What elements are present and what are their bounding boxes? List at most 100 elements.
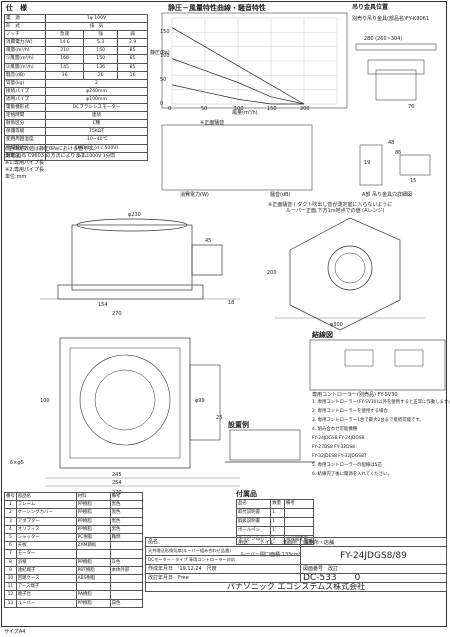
parts-cell: アース端子 bbox=[15, 582, 77, 592]
spec-value: 145 bbox=[44, 62, 85, 72]
parts-cell: 難燃 bbox=[109, 533, 144, 543]
chart-note: ※正面騒音 ( ダクト吹出し音が測定室に入らないように bbox=[268, 202, 393, 208]
dimension-label: φ99 bbox=[195, 398, 205, 404]
date-label: 作成年月日 bbox=[148, 566, 174, 572]
title-block: 品名 品番 天井埋込形換気扇(ルーバー組み合わせ品番) FY-24JDGS8/8… bbox=[145, 537, 447, 592]
spec-value: φ240mm bbox=[45, 86, 148, 96]
scale-value: Free bbox=[178, 575, 189, 581]
spec-value: 連続 bbox=[45, 111, 148, 121]
chart-axis-label: 風量(m³/h) bbox=[232, 110, 258, 116]
parts-cell: ルーバー bbox=[15, 598, 77, 608]
hanger-dim: 280 (260~304) bbox=[364, 36, 403, 42]
dimension-label: 18 bbox=[228, 300, 235, 306]
dimension-label: 6×φ5 bbox=[10, 460, 24, 466]
parts-cell: 7 bbox=[4, 549, 17, 559]
wiring-heading: 結線図 bbox=[312, 331, 333, 339]
scale-label: 尺度 bbox=[206, 566, 217, 572]
hanger-dim: 86 bbox=[395, 150, 402, 156]
parts-cell: モーター bbox=[15, 549, 77, 559]
chart-tick-label: 0 bbox=[160, 101, 164, 107]
dimension-label: 23 bbox=[216, 415, 223, 421]
parts-cell bbox=[109, 590, 144, 600]
revise-cell: 改訂年月日 Free bbox=[145, 573, 301, 583]
revision-number: 0 bbox=[354, 573, 361, 583]
accessory-heading: 付属品 bbox=[236, 490, 257, 498]
spec-value: 85 bbox=[117, 54, 148, 64]
spec-value: 1φ 100V bbox=[45, 13, 148, 24]
drawing-cell: 図面番号 改訂 bbox=[300, 564, 447, 574]
spec-value: 14.6 bbox=[44, 38, 85, 48]
parts-cell: 黒色 bbox=[109, 524, 144, 535]
parts-header-cell: 部品名 bbox=[15, 491, 77, 502]
spec-row: 使用周囲温度-10~40℃ bbox=[4, 135, 148, 145]
chart-tick-label: 50 bbox=[201, 106, 208, 112]
spec-value: 26 bbox=[83, 70, 119, 80]
parts-cell: アダプター bbox=[15, 516, 77, 526]
dimension-label: 154 bbox=[98, 302, 108, 308]
parts-cell: 白色 bbox=[109, 598, 144, 608]
parts-cell: シャッター bbox=[15, 533, 77, 543]
parts-cell: 連結端子 bbox=[15, 565, 77, 576]
chart-note: ルーバー正面,下方1m地点での値 (Aレンジ) bbox=[286, 208, 385, 214]
page-frame bbox=[1, 1, 447, 627]
install-heading: 設置例 bbox=[228, 421, 249, 429]
product-label: 品名 bbox=[145, 537, 301, 547]
chart-axis-label: 消費電力(W) bbox=[180, 192, 209, 198]
chart-axis-label: 騒音(dB) bbox=[270, 192, 291, 198]
wiring-note: FY-24JDGS8 FY-24JDGS8 bbox=[312, 436, 365, 441]
chart-tick-label: 100 bbox=[234, 106, 244, 112]
accessory-cell: ボールペン bbox=[235, 526, 272, 536]
accessory-cell bbox=[283, 517, 315, 527]
spec-value: 85 bbox=[117, 46, 148, 56]
chart-series-line bbox=[171, 27, 305, 105]
parts-cell: PA樹脂 bbox=[75, 590, 111, 600]
parts-cell: 端子台 bbox=[15, 590, 77, 600]
parts-cell: 3 bbox=[4, 516, 17, 526]
wiring-note: 5. 専用コントローラーの配線は5芯 bbox=[312, 463, 382, 468]
parts-cell: PP樹脂 bbox=[75, 500, 111, 510]
accessory-header-cell: 数量 bbox=[270, 499, 285, 509]
accessory-cell: 1 bbox=[270, 517, 285, 527]
parts-cell bbox=[75, 582, 111, 592]
spec-value: 5.3 bbox=[83, 38, 119, 48]
spec-value: 136 bbox=[83, 62, 119, 72]
dimension-label: 200 bbox=[267, 270, 277, 276]
chart-tick-label: 200 bbox=[300, 106, 310, 112]
drawing-label: 図面番号 bbox=[303, 566, 324, 572]
wiring-note: 2. 専用コントローラーを使用する場合 bbox=[312, 409, 388, 414]
parts-cell: PBT樹脂 bbox=[75, 565, 111, 576]
parts-cell: オリフィス bbox=[15, 524, 77, 535]
model-number: FY-24JDGS8/89 bbox=[300, 546, 447, 565]
parts-cell bbox=[75, 549, 111, 559]
parts-cell: PP樹脂 bbox=[75, 516, 111, 526]
accessory-cell: 1 bbox=[270, 508, 285, 518]
parts-cell: 2 bbox=[4, 508, 17, 518]
spec-note: ※1:専用パイプ長 bbox=[5, 160, 45, 166]
parts-cell: ZAM鋼板 bbox=[75, 541, 111, 551]
parts-cell: 9 bbox=[4, 565, 17, 576]
parts-cell: 12 bbox=[4, 590, 17, 600]
chart-tick-label: 150 bbox=[160, 29, 170, 36]
wiring-note: 1. 専用コントローラー(FY-SV30)以外を使用すると正常に作動しません。 bbox=[312, 400, 450, 405]
parts-cell: 黒色 bbox=[109, 508, 144, 518]
hanger-dim: 48 bbox=[388, 140, 395, 146]
accessory-header-cell: 備考 bbox=[283, 499, 315, 509]
parts-cell: ケーシングカバー bbox=[15, 508, 77, 518]
date-cell: 作成年月日 '19.12.24 尺度 bbox=[145, 564, 301, 574]
parts-cell: ABS樹脂 bbox=[75, 574, 111, 584]
